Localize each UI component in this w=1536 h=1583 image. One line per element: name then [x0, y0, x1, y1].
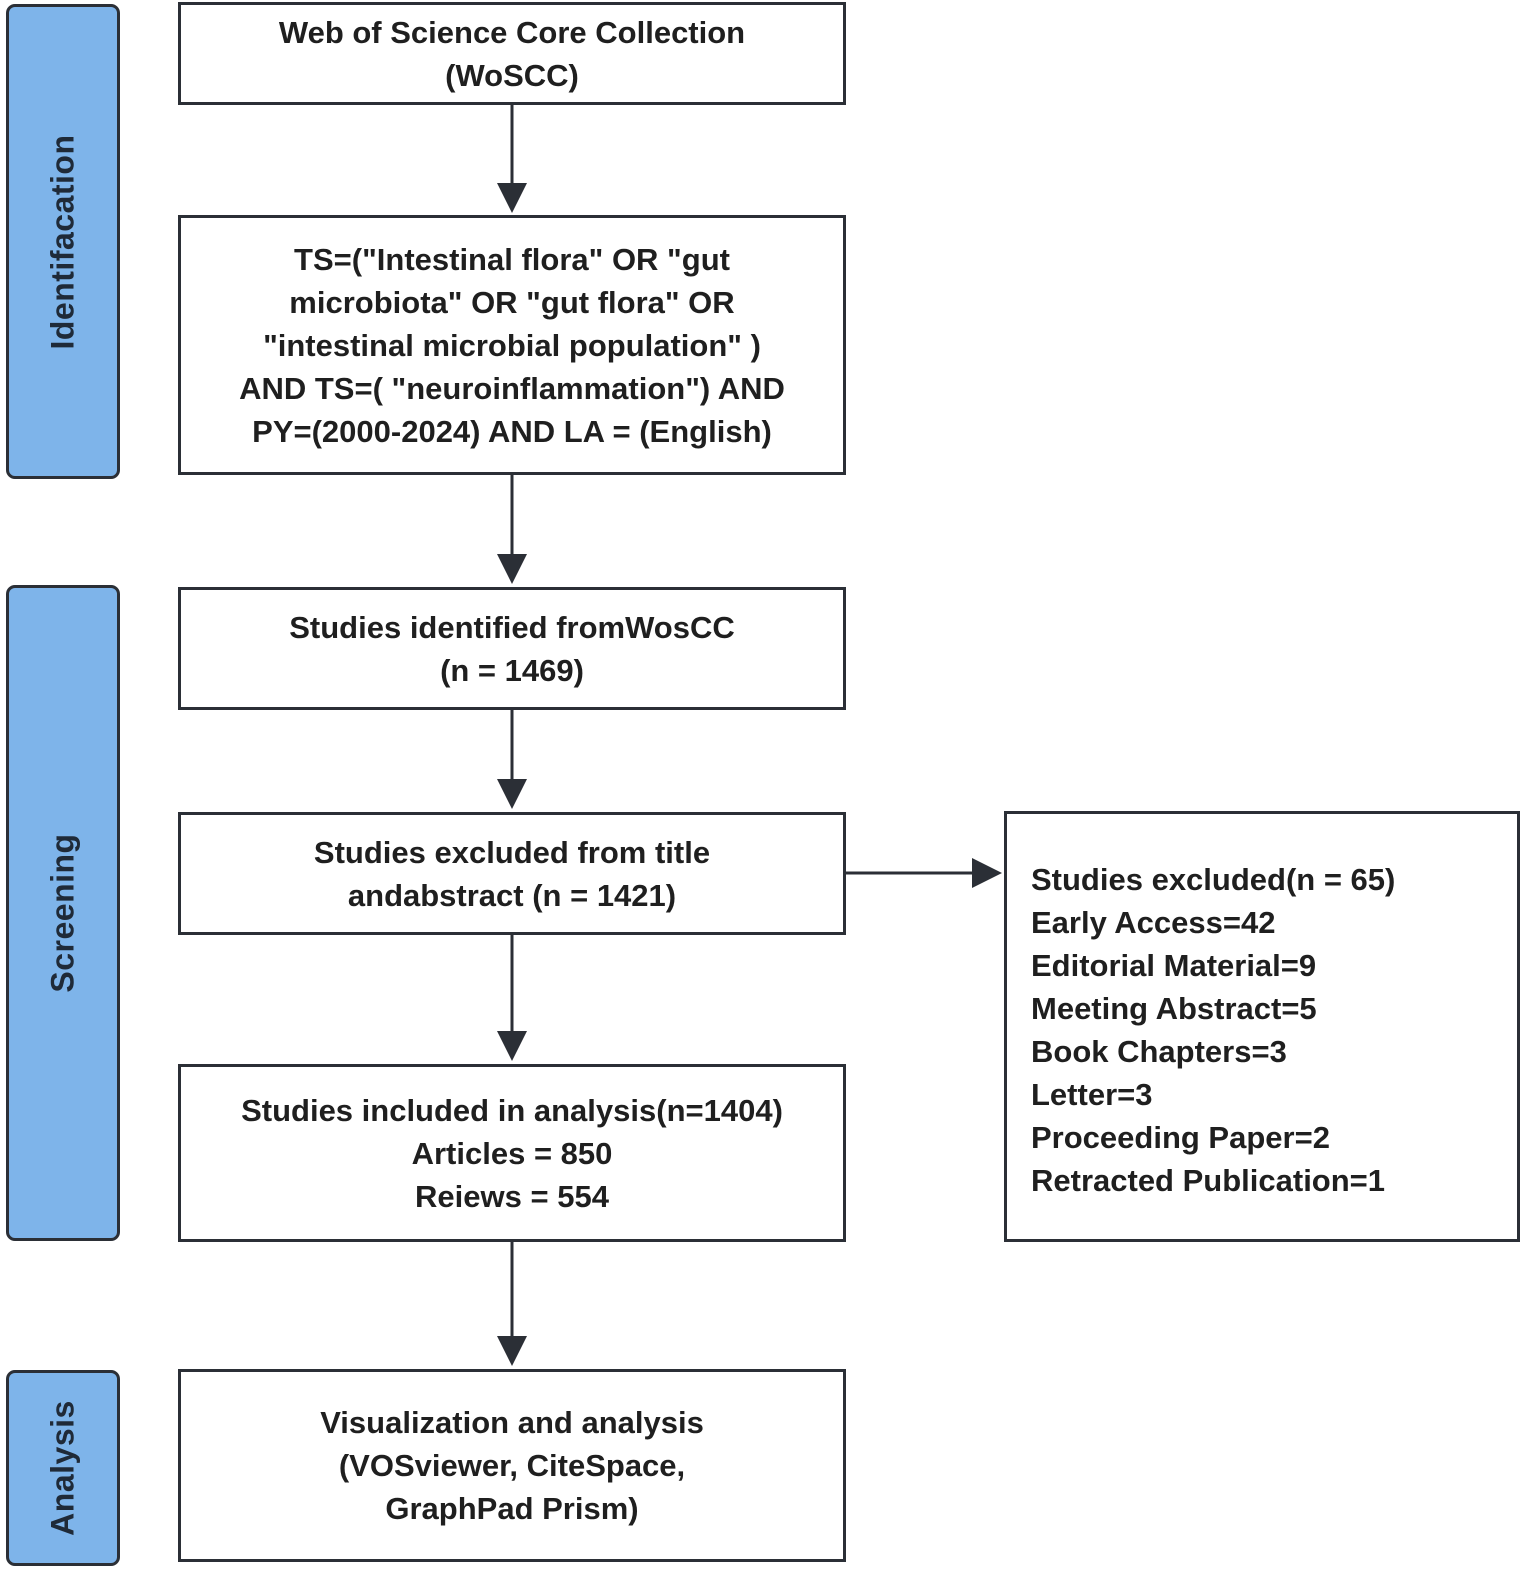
excluded-types-line-2: Early Access=42: [1031, 904, 1276, 940]
excluded-types-line-7: Proceeding Paper=2: [1031, 1119, 1330, 1155]
excluded-types-line-8: Retracted Publication=1: [1031, 1162, 1386, 1198]
box-studies-excluded-title-abstract-line-1: Studies excluded from title: [313, 834, 711, 870]
box-database-line-2: (WoSCC): [445, 57, 579, 93]
box-studies-excluded-title-abstract: Studies excluded from title andabstract …: [178, 812, 846, 935]
box-studies-included-line-3: Reiews = 554: [415, 1178, 609, 1214]
box-studies-included: Studies included in analysis(n=1404) Art…: [178, 1064, 846, 1242]
box-database: Web of Science Core Collection (WoSCC): [178, 2, 846, 105]
phase-analysis: Analysis: [6, 1370, 120, 1566]
box-visualization-analysis-line-2: (VOSviewer, CiteSpace,: [338, 1448, 686, 1483]
excluded-types-line-5: Book Chapters=3: [1031, 1033, 1287, 1069]
box-studies-excluded-title-abstract-line-2: andabstract (n = 1421): [347, 877, 677, 913]
box-visualization-analysis-line-3: GraphPad Prism): [385, 1491, 639, 1526]
box-studies-included-line-1: Studies included in analysis(n=1404): [241, 1092, 783, 1128]
box-visualization-analysis-line-1: Visualization and analysis: [320, 1405, 704, 1440]
phase-screening: Screening: [6, 585, 120, 1241]
box-search-query-line-4: AND TS=( "neuroinflammation") AND: [239, 370, 785, 406]
box-studies-identified-line-2: (n = 1469): [440, 652, 584, 688]
box-studies-identified-line-1: Studies identified fromWosCC: [289, 609, 735, 645]
excluded-types-line-1: Studies excluded(n = 65): [1031, 861, 1396, 897]
box-studies-included-line-2: Articles = 850: [411, 1135, 613, 1171]
phase-identification: Identifacation: [6, 4, 120, 479]
box-search-query: TS=("Intestinal flora" OR "gut microbiot…: [178, 215, 846, 475]
excluded-types-line-4: Meeting Abstract=5: [1031, 990, 1317, 1026]
box-search-query-line-1: TS=("Intestinal flora" OR "gut: [294, 241, 730, 277]
box-studies-identified: Studies identified fromWosCC (n = 1469): [178, 587, 846, 710]
box-search-query-line-3: "intestinal microbial population" ): [263, 327, 761, 363]
excluded-types-line-3: Editorial Material=9: [1031, 947, 1317, 983]
excluded-types-line-6: Letter=3: [1031, 1076, 1153, 1112]
box-visualization-analysis: Visualization and analysis (VOSviewer, C…: [178, 1369, 846, 1562]
box-excluded-types: Studies excluded(n = 65) Early Access=42…: [1004, 811, 1520, 1242]
box-database-line-1: Web of Science Core Collection: [278, 14, 746, 50]
box-search-query-line-5: PY=(2000-2024) AND LA = (English): [252, 413, 772, 449]
box-search-query-line-2: microbiota" OR "gut flora" OR: [289, 284, 735, 320]
